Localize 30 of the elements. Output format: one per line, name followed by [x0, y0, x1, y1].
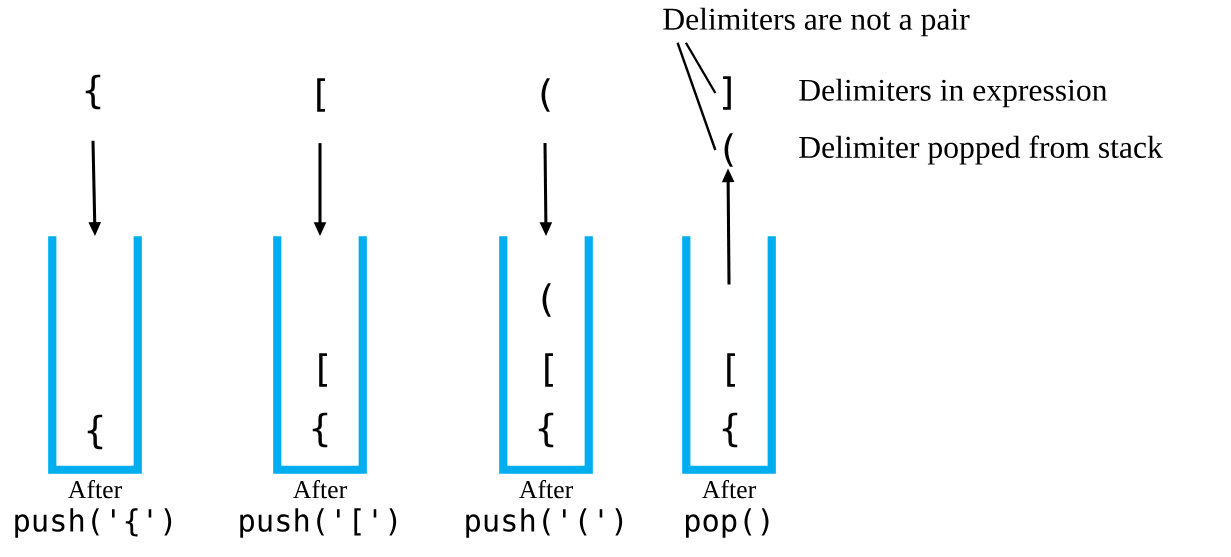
- label-text: After: [702, 479, 756, 499]
- delimiter-symbol: {: [312, 412, 328, 448]
- delimiter-symbol: {: [87, 414, 103, 450]
- delimiter-symbol: (: [541, 78, 550, 112]
- label-text: After: [68, 479, 122, 499]
- stack-container: [48, 236, 142, 474]
- code-caption: pop(): [686, 508, 769, 538]
- delimiter-symbol: {: [722, 412, 738, 448]
- delimiter-symbol: [: [319, 353, 327, 387]
- delimiter-symbol: (: [724, 133, 733, 167]
- note-text: Delimiters are not a pair: [663, 7, 970, 37]
- delimiter-symbol: [: [317, 78, 325, 112]
- leader-line: [684, 42, 717, 94]
- stack-container: [682, 236, 776, 474]
- delimiter-symbol: [: [545, 353, 553, 387]
- delimiter-symbol: [: [727, 353, 735, 387]
- delimiter-symbol: ]: [723, 76, 731, 110]
- label-text: Delimiter popped from stack: [799, 135, 1163, 165]
- code-caption: push('['): [240, 508, 397, 538]
- code-caption: push('{'): [15, 508, 172, 538]
- leader-line: [676, 42, 717, 151]
- delimiter-symbol: {: [538, 412, 554, 448]
- delimiter-symbol: (: [542, 283, 551, 317]
- stack-container: [499, 236, 593, 474]
- label-text: After: [293, 479, 347, 499]
- label-text: Delimiters in expression: [799, 78, 1108, 108]
- code-caption: push('('): [466, 508, 623, 538]
- delimiter-symbol: {: [85, 74, 101, 110]
- stack-container: [273, 236, 367, 474]
- label-text: After: [519, 479, 573, 499]
